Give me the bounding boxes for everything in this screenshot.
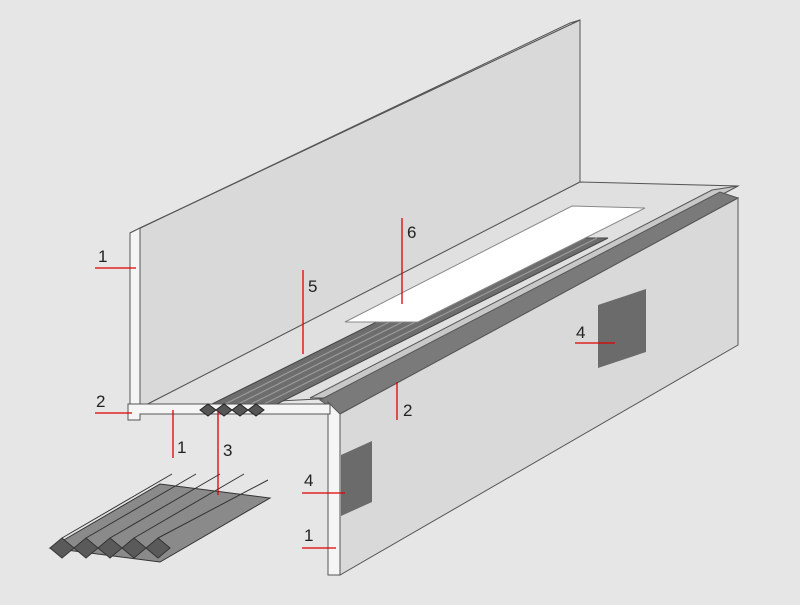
corrugated-insert (48, 473, 272, 563)
label-nosing-profile: 2 (403, 401, 412, 420)
label-white-panel: 6 (407, 223, 416, 242)
label-back-edge-trim: 2 (96, 392, 105, 411)
label-riser-face: 1 (304, 526, 313, 545)
label-grooved-strip: 5 (308, 277, 317, 296)
riser-patch-side (341, 441, 372, 516)
riser-patch (598, 289, 646, 368)
white-panel (344, 205, 646, 323)
label-riser-patch-side: 4 (304, 471, 313, 490)
label-step-tread: 1 (177, 438, 186, 457)
leader-lines (95, 218, 615, 549)
insert-profile (199, 403, 265, 417)
label-back-wall: 1 (98, 247, 107, 266)
label-corrugated-insert: 3 (223, 441, 232, 460)
label-riser-patch: 4 (576, 323, 585, 342)
